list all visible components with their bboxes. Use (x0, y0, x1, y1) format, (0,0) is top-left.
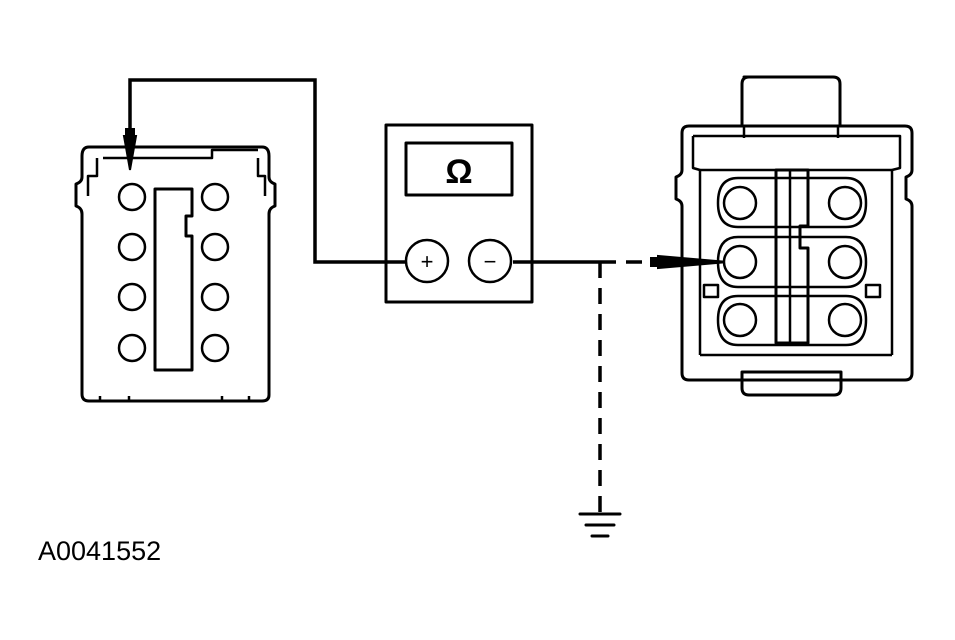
ohmmeter-display (404, 141, 514, 197)
negative-symbol: − (484, 249, 497, 274)
right-connector (674, 75, 914, 397)
positive-terminal (404, 238, 450, 284)
left-pin (117, 232, 147, 262)
left-pin (200, 282, 230, 312)
ohm-symbol: Ω (445, 153, 472, 191)
left-pin (117, 333, 147, 363)
positive-test-lead (128, 78, 406, 264)
right-pin (827, 185, 863, 221)
probe-icon (122, 128, 138, 171)
left-pin (200, 232, 230, 262)
left-pin (117, 282, 147, 312)
negative-terminal (467, 238, 513, 284)
figure-id-label: A0041552 (38, 536, 162, 566)
right-pin (722, 302, 758, 338)
positive-symbol: + (421, 249, 434, 274)
ohmmeter-body (384, 123, 534, 304)
ohmmeter-icon: Ω + − (384, 123, 534, 304)
right-pin (827, 302, 863, 338)
left-connector (74, 145, 277, 403)
left-pin (200, 182, 230, 212)
right-pin (827, 244, 863, 280)
ground-icon (578, 512, 622, 538)
probe-icon (650, 254, 729, 270)
left-pin (200, 333, 230, 363)
right-pin (722, 244, 758, 280)
right-pin (722, 185, 758, 221)
left-pin (117, 182, 147, 212)
